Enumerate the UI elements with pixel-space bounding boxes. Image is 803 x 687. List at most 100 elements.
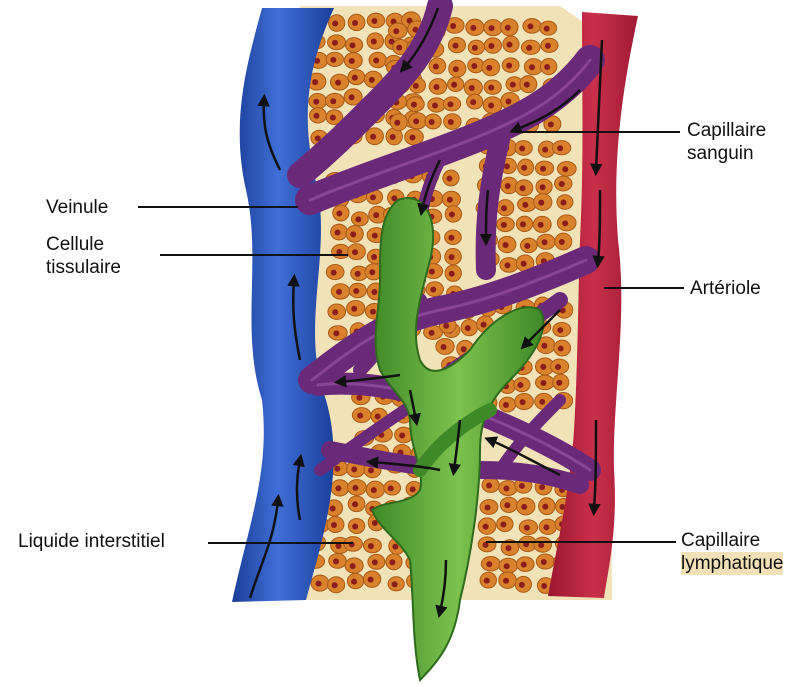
cell-nucleus <box>501 222 507 228</box>
cell-nucleus <box>413 118 419 124</box>
cell-nucleus <box>350 563 356 569</box>
cell-nucleus <box>450 23 456 29</box>
cell-nucleus <box>409 134 415 140</box>
cell-nucleus <box>470 99 476 105</box>
cell-nucleus <box>527 23 533 29</box>
cell-nucleus <box>545 43 551 49</box>
label-capillaire-lymphatique-line1: Capillaire <box>681 529 783 552</box>
cell-nucleus <box>370 194 376 200</box>
leader-line-cellule <box>160 254 348 256</box>
cell-nucleus <box>538 222 544 228</box>
cell-nucleus <box>520 185 526 191</box>
cell-nucleus <box>526 45 532 51</box>
label-veinule: Veinule <box>46 196 108 219</box>
cell-nucleus <box>483 524 489 530</box>
cell-nucleus <box>521 261 527 267</box>
cell-nucleus <box>520 221 526 227</box>
cell-nucleus <box>352 501 358 507</box>
cell-nucleus <box>336 211 342 217</box>
cell-nucleus <box>335 485 341 491</box>
cell-nucleus <box>448 235 454 241</box>
cell-nucleus <box>521 165 527 171</box>
label-cellule-line1: Cellule <box>46 233 121 256</box>
cell-nucleus <box>538 542 544 548</box>
cell-nucleus <box>481 322 487 328</box>
cell-nucleus <box>541 559 547 565</box>
cell-nucleus <box>484 578 490 584</box>
cell-nucleus <box>529 64 535 70</box>
cell-nucleus <box>521 504 527 510</box>
cell-nucleus <box>393 28 399 34</box>
cell-nucleus <box>429 269 435 275</box>
label-capillaire-lymphatique-line2: lymphatique <box>681 552 783 575</box>
cell-nucleus <box>542 147 548 153</box>
cell-nucleus <box>351 306 357 312</box>
label-cellule-tissulaire: Cellule tissulaire <box>46 233 121 279</box>
cell-nucleus <box>486 483 492 489</box>
cell-nucleus <box>368 543 374 549</box>
cell-nucleus <box>541 583 547 589</box>
cell-nucleus <box>503 242 509 248</box>
cell-nucleus <box>336 289 342 295</box>
cell-nucleus <box>351 579 357 585</box>
cell-nucleus <box>505 183 511 189</box>
cell-nucleus <box>388 485 394 491</box>
cell-nucleus <box>357 413 363 419</box>
cell-nucleus <box>335 230 341 236</box>
cell-nucleus <box>429 119 435 125</box>
cell-nucleus <box>330 505 336 511</box>
cell-nucleus <box>488 85 494 91</box>
cell-nucleus <box>370 309 376 315</box>
cell-nucleus <box>433 84 439 90</box>
cell-nucleus <box>562 220 568 226</box>
cell-nucleus <box>429 330 435 336</box>
cell-nucleus <box>394 120 400 126</box>
cell-nucleus <box>540 166 546 172</box>
cell-nucleus <box>541 343 547 349</box>
cell-nucleus <box>501 205 507 211</box>
label-veinule-text: Veinule <box>46 197 108 218</box>
cell-nucleus <box>539 484 545 490</box>
cell-nucleus <box>352 75 358 81</box>
cell-nucleus <box>331 270 337 276</box>
cell-nucleus <box>371 254 377 260</box>
cell-nucleus <box>312 79 318 85</box>
cell-nucleus <box>538 200 544 206</box>
cell-nucleus <box>504 262 510 268</box>
cell-nucleus <box>430 287 436 293</box>
cell-nucleus <box>519 483 525 489</box>
cell-nucleus <box>355 216 361 222</box>
cell-nucleus <box>330 57 336 63</box>
cell-nucleus <box>465 325 471 331</box>
cell-nucleus <box>542 239 548 245</box>
cell-nucleus <box>356 395 362 401</box>
cell-nucleus <box>447 197 453 203</box>
cell-nucleus <box>503 402 509 408</box>
cell-nucleus <box>524 525 530 531</box>
label-capillaire-lymphatique: Capillaire lymphatique <box>681 529 783 575</box>
cell-nucleus <box>375 414 381 420</box>
cell-nucleus <box>368 577 374 583</box>
cell-nucleus <box>371 18 377 24</box>
cell-nucleus <box>557 327 563 333</box>
cell-nucleus <box>413 83 419 89</box>
label-liquide-interstitiel: Liquide interstitiel <box>18 530 165 553</box>
cell-nucleus <box>373 57 379 63</box>
cell-nucleus <box>392 544 398 550</box>
cell-nucleus <box>332 21 338 27</box>
cell-nucleus <box>392 581 398 587</box>
cell-nucleus <box>556 380 562 386</box>
cell-nucleus <box>519 582 525 588</box>
cell-nucleus <box>472 45 478 51</box>
cell-nucleus <box>449 271 455 277</box>
cell-nucleus <box>449 254 455 260</box>
cell-nucleus <box>506 99 512 105</box>
cell-nucleus <box>410 486 416 492</box>
cell-nucleus <box>368 467 374 473</box>
cell-nucleus <box>449 211 455 217</box>
cell-nucleus <box>330 115 336 121</box>
cell-nucleus <box>355 271 361 277</box>
cell-nucleus <box>452 43 458 49</box>
cell-nucleus <box>441 344 447 350</box>
